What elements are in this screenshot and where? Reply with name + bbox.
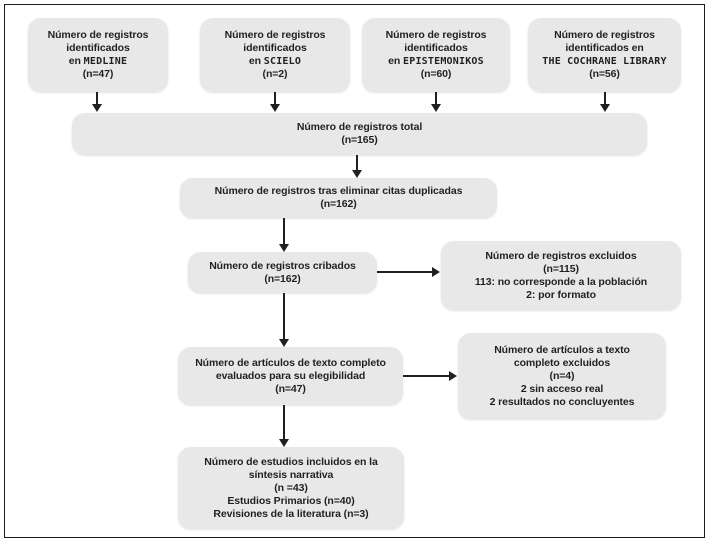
arrow-down-icon xyxy=(600,104,610,112)
box-text-line: en EPISTEMONIKOS xyxy=(388,55,484,68)
arrow-down-icon xyxy=(279,244,289,252)
box-text-line: Número de registros xyxy=(385,29,487,41)
exclusion-reason: 2: por formato xyxy=(526,288,596,301)
box-text-line: Número de artículos a texto xyxy=(494,343,630,356)
box-count: (n=115) xyxy=(543,262,579,275)
total-box: Número de registros total (n=165) xyxy=(72,113,647,155)
arrow-line xyxy=(274,92,276,104)
arrow-line xyxy=(96,92,98,104)
arrow-line xyxy=(377,271,432,273)
screened-box: Número de registros cribados (n=162) xyxy=(188,252,377,293)
arrow-line xyxy=(604,92,606,104)
box-count: (n =43) xyxy=(274,481,308,494)
box-text-line: Número de artículos de texto completo xyxy=(195,356,386,369)
source-box-epistemonikos: Número de registros identificados en EPI… xyxy=(362,18,510,92)
arrow-line xyxy=(283,218,285,244)
included-detail: Revisiones de la literatura (n=3) xyxy=(213,507,369,520)
db-name: THE COCHRANE LIBRARY xyxy=(542,56,667,67)
box-text-line: identificados en xyxy=(565,42,644,54)
box-text-line: Número de registros cribados xyxy=(209,259,356,272)
arrow-down-icon xyxy=(92,104,102,112)
box-count: (n=162) xyxy=(264,272,301,285)
db-name: EPISTEMONIKOS xyxy=(403,56,484,67)
excluded-screening-box: Número de registros excluidos (n=115) 11… xyxy=(441,241,681,310)
box-text-line: Número de registros xyxy=(224,29,326,41)
db-name: MEDLINE xyxy=(83,56,128,67)
box-text-line: en MEDLINE xyxy=(69,55,127,68)
box-text-line: Número de registros excluidos xyxy=(485,249,637,262)
included-detail: Estudios Primarios (n=40) xyxy=(227,494,355,507)
db-prefix: en xyxy=(68,55,84,67)
arrow-down-icon xyxy=(431,104,441,112)
arrow-down-icon xyxy=(352,170,362,178)
source-box-cochrane: Número de registros identificados en THE… xyxy=(528,18,681,92)
box-text-line: Número de registros xyxy=(47,29,149,41)
arrow-down-icon xyxy=(279,439,289,447)
box-text-line: completo excluidos xyxy=(513,356,611,369)
excluded-fulltext-box: Número de artículos a texto completo exc… xyxy=(458,333,666,419)
fulltext-box: Número de artículos de texto completo ev… xyxy=(178,347,403,405)
box-text-line: identificados xyxy=(404,42,468,54)
box-count: (n=47) xyxy=(82,68,114,80)
box-text-line: síntesis narrativa xyxy=(248,468,334,481)
box-text-line: Número de registros xyxy=(554,29,655,41)
box-count: (n=47) xyxy=(275,382,306,395)
source-box-scielo: Número de registros identificados en SCI… xyxy=(200,18,350,92)
arrow-line xyxy=(403,375,449,377)
included-box: Número de estudios incluidos en la sínte… xyxy=(178,447,404,529)
arrow-down-icon xyxy=(270,104,280,112)
exclusion-reason: 2 resultados no concluyentes xyxy=(489,395,635,408)
box-count: (n=56) xyxy=(589,68,620,80)
box-text-line: identificados xyxy=(66,42,130,54)
box-text-line: identificados xyxy=(243,42,307,54)
exclusion-reason: 2 sin acceso real xyxy=(520,382,604,395)
db-name: SCIELO xyxy=(263,56,302,67)
arrow-right-icon xyxy=(449,371,457,381)
arrow-line xyxy=(435,92,437,104)
box-count: (n=2) xyxy=(262,68,288,80)
arrow-line xyxy=(283,293,285,339)
arrow-line xyxy=(356,155,358,170)
arrow-right-icon xyxy=(432,267,440,277)
box-text-line: evaluados para su elegibilidad xyxy=(215,369,366,382)
db-prefix: en xyxy=(388,55,403,67)
dedup-box: Número de registros tras eliminar citas … xyxy=(180,178,497,218)
box-count: (n=60) xyxy=(420,68,452,80)
source-box-medline: Número de registros identificados en MED… xyxy=(28,18,168,92)
exclusion-reason: 113: no corresponde a la población xyxy=(474,275,648,288)
db-prefix: en xyxy=(248,55,264,67)
arrow-line xyxy=(283,405,285,439)
box-count: (n=162) xyxy=(320,198,357,210)
box-count: (n=165) xyxy=(341,134,378,146)
box-text-line: THE COCHRANE LIBRARY xyxy=(542,55,666,68)
box-count: (n=4) xyxy=(549,369,575,382)
box-text-line: Número de registros total xyxy=(296,121,423,133)
box-text-line: Número de registros tras eliminar citas … xyxy=(214,185,463,197)
box-text-line: Número de estudios incluidos en la xyxy=(204,455,378,468)
arrow-down-icon xyxy=(279,339,289,347)
box-text-line: en SCIELO xyxy=(249,55,301,68)
